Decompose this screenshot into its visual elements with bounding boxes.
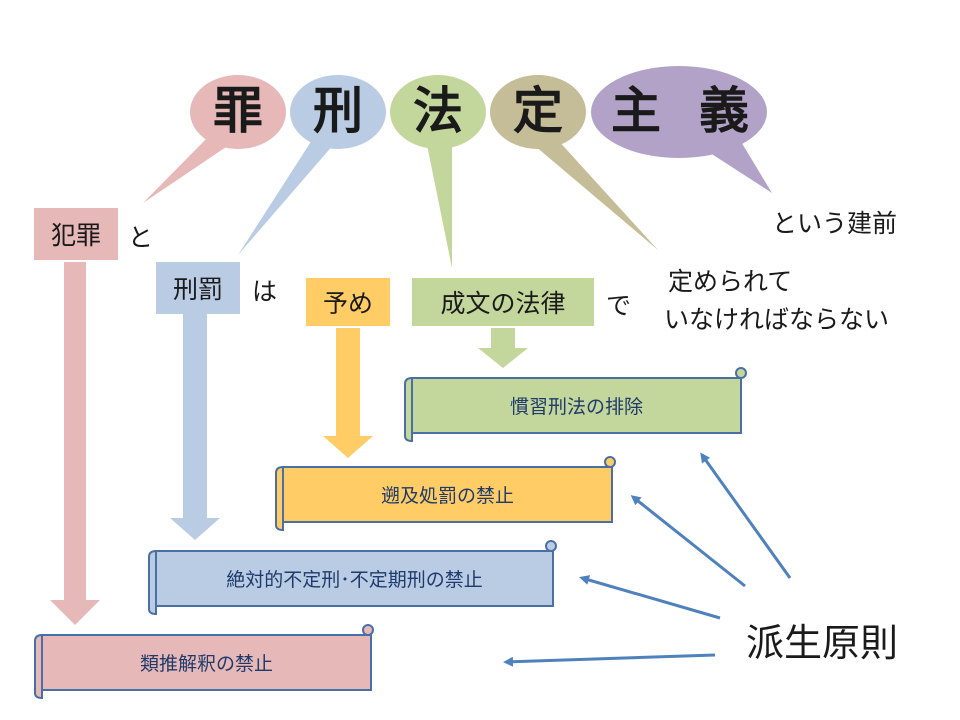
title-char-shu: 主 xyxy=(611,82,661,140)
text-principle-note: という建前 xyxy=(772,209,898,238)
bubble-tail-zai xyxy=(143,133,232,203)
text-must-line2: いなければならない xyxy=(664,305,890,334)
tag-crime: 犯罪 xyxy=(34,208,118,260)
bubble-zai xyxy=(190,75,286,149)
tag-statute: 成文の法律 xyxy=(412,278,594,326)
arrow-penalty-down xyxy=(170,313,220,540)
pointer-arrow-custom-law xyxy=(700,452,792,579)
scroll-indeterminate-sentence xyxy=(148,540,557,616)
pointer-arrow-ex-post-facto xyxy=(630,495,746,588)
derived-principle-analogy: 類推解釈の禁止 xyxy=(139,653,273,675)
derived-principles-label: 派生原則 xyxy=(746,621,899,665)
bubble-hou xyxy=(390,75,486,149)
bubble-tail-kei xyxy=(238,140,334,255)
title-char-hou: 法 xyxy=(413,82,463,140)
title-char-gi: 義 xyxy=(699,82,749,140)
pointer-arrow-indeterminate xyxy=(579,575,721,620)
tag-penalty: 刑罰 xyxy=(156,262,240,314)
particle-de: で xyxy=(606,291,632,320)
bubble-tail-tei xyxy=(528,138,658,250)
bubble-tei xyxy=(490,75,586,149)
title-char-tei: 定 xyxy=(513,82,563,140)
title-char-zai: 罪 xyxy=(213,82,263,140)
bubble-shugi xyxy=(591,66,767,158)
particle-wa: は xyxy=(252,277,278,306)
bubble-kei xyxy=(290,75,386,149)
scroll-custom-law xyxy=(404,367,747,443)
bubble-tail-hou xyxy=(426,140,452,268)
particle-to: と xyxy=(128,223,154,252)
scroll-analogy xyxy=(34,624,374,700)
scroll-ex-post-facto xyxy=(275,456,616,532)
arrow-crime-down xyxy=(50,262,100,625)
text-must-line1: 定められて xyxy=(668,267,793,296)
pointer-arrow-analogy xyxy=(503,653,716,667)
derived-principle-indeterminate: 絶対的不定刑･不定期刑の禁止 xyxy=(226,569,483,591)
derived-principle-custom-law: 慣習刑法の排除 xyxy=(509,396,643,418)
arrow-statute-down xyxy=(478,328,528,368)
derived-principle-ex-post-facto: 遡及処罰の禁止 xyxy=(380,485,514,507)
title-char-kei: 刑 xyxy=(313,82,363,140)
arrow-advance-down xyxy=(323,328,373,458)
tag-advance: 予め xyxy=(306,278,390,326)
